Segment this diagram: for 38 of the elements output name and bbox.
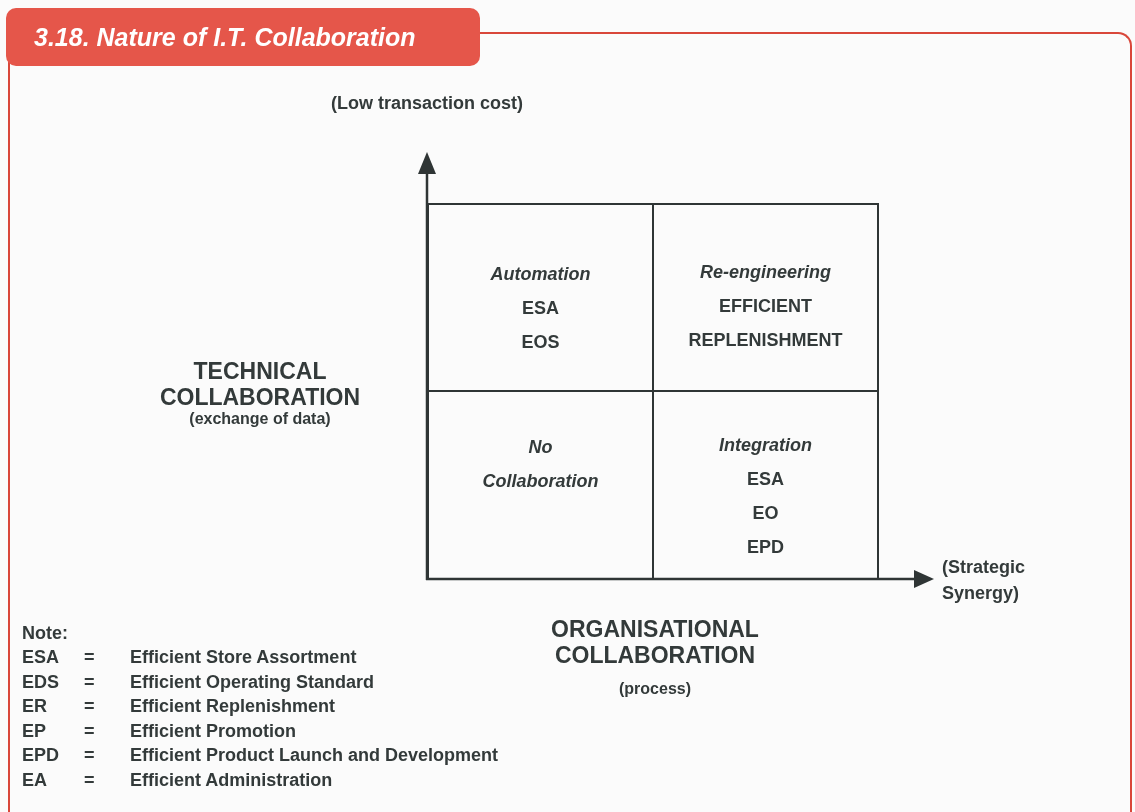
definition: Efficient Product Launch and Development bbox=[130, 744, 500, 767]
quadrant-heading: No Collaboration bbox=[481, 436, 600, 493]
equals-sign: = bbox=[84, 695, 96, 718]
quadrant-heading: Automation bbox=[490, 263, 591, 286]
axis-label: (Low transaction cost) bbox=[330, 92, 524, 115]
equals-sign: = bbox=[84, 768, 96, 792]
equals-sign: = bbox=[84, 744, 96, 767]
axis-label: (Strategic Synergy) bbox=[942, 556, 1027, 605]
quadrant-item: ESA bbox=[747, 468, 784, 491]
axis-label: (exchange of data) bbox=[188, 409, 332, 429]
equals-sign: = bbox=[84, 670, 96, 694]
quadrant-item: EOS bbox=[521, 331, 560, 354]
quadrant-item: EPD bbox=[747, 536, 784, 559]
quadrant-item: EO bbox=[752, 502, 779, 525]
axis-label: TECHNICAL COLLABORATION bbox=[158, 358, 362, 410]
definition: Efficient Administration bbox=[130, 768, 334, 792]
definition: Efficient Promotion bbox=[130, 719, 297, 743]
axis-label: (process) bbox=[618, 679, 692, 699]
abbreviation: EP bbox=[22, 719, 47, 743]
quadrant-cell bbox=[652, 203, 879, 392]
quadrant-item: EFFICIENT bbox=[719, 295, 812, 318]
abbreviation: EDS bbox=[22, 670, 60, 694]
quadrant-item: REPLENISHMENT bbox=[688, 329, 843, 352]
quadrant-heading: Integration bbox=[719, 434, 812, 457]
note-heading: Note: bbox=[22, 622, 69, 644]
quadrant-heading: Re-engineering bbox=[700, 261, 831, 284]
quadrant-item: ESA bbox=[522, 297, 559, 320]
quadrant-cell bbox=[427, 203, 654, 392]
abbreviation: EA bbox=[22, 768, 48, 792]
title: 3.18. Nature of I.T. Collaboration bbox=[34, 22, 416, 52]
equals-sign: = bbox=[84, 646, 96, 669]
abbreviation: EPD bbox=[22, 744, 60, 767]
equals-sign: = bbox=[84, 719, 96, 743]
definition: Efficient Operating Standard bbox=[130, 670, 376, 694]
abbreviation: ESA bbox=[22, 646, 60, 669]
abbreviation: ER bbox=[22, 695, 48, 718]
definition: Efficient Replenishment bbox=[130, 695, 337, 718]
axis-label: ORGANISATIONAL COLLABORATION bbox=[550, 616, 760, 668]
